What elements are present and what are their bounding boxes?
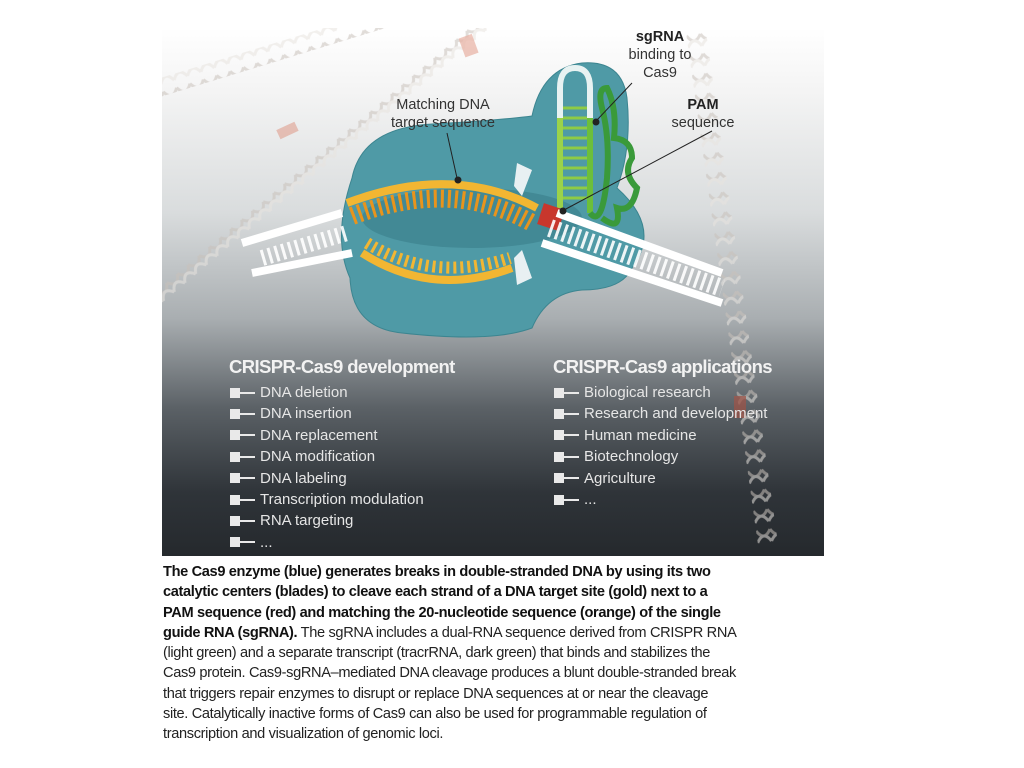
caption-line: transcription and visualization of genom… [163,724,843,744]
sgrna-line2: Cas9 [643,65,677,81]
caption-text: The sgRNA includes a dual-RNA sequence d… [297,624,737,641]
arrow-bullet-icon [554,472,584,484]
list-item: Human medicine [554,425,767,446]
tracrrna [587,84,641,227]
list-item-label: Biological research [584,384,711,401]
arrow-bullet-icon [554,408,584,420]
sgrna-label: sgRNA binding to Cas9 [602,28,718,82]
leader-lines [446,82,713,215]
list-item: ... [554,489,767,510]
matching-line1: Matching DNA [396,97,490,113]
cleavage-blade-bottom [514,250,532,285]
list-item-label: Human medicine [584,426,697,444]
arrow-bullet-icon [230,408,260,420]
caption-text: Cas9 protein. Cas9-sgRNA–mediated DNA cl… [163,665,736,682]
list-item: DNA insertion [230,403,424,424]
arrow-bullet-icon [230,515,260,527]
background-dna-helices [162,28,779,547]
caption-bold-text: guide RNA (sgRNA). [163,624,298,641]
list-item-label: Biotechnology [584,448,679,466]
list-item: Research and development [554,403,767,424]
arrow-bullet-icon [230,472,260,484]
caption-text: transcription and visualization of genom… [163,726,444,743]
list-item-label: DNA modification [260,448,376,466]
arrow-bullet-icon [230,429,260,441]
arrow-bullet-icon [230,451,260,463]
list-item-label: Agriculture [584,469,656,487]
arrow-bullet-icon [554,494,584,506]
list-item-label: Transcription modulation [260,490,424,508]
list-item: Transcription modulation [230,489,424,510]
dna-duplex [240,163,725,307]
arrow-bullet-icon [230,387,260,399]
caption-line: site. Catalytically inactive forms of Ca… [163,704,843,724]
sgrna-title: sgRNA [635,29,685,45]
list-item: DNA replacement [230,425,424,446]
matching-dna-label: Matching DNA target sequence [368,96,518,132]
caption-line: Cas9 protein. Cas9-sgRNA–mediated DNA cl… [163,663,843,683]
arrow-bullet-icon [554,429,584,441]
pam-label: PAM sequence [658,96,748,132]
caption-line: catalytic centers (blades) to cleave eac… [163,582,843,602]
pam-title: PAM [687,97,719,113]
list-item-label: DNA deletion [260,384,348,401]
list-item: RNA targeting [230,510,424,531]
list-item: ... [230,532,424,553]
list-item: Biotechnology [554,446,767,467]
caption-bold-text: catalytic centers (blades) to cleave eac… [163,584,708,601]
list-item-label: DNA labeling [260,469,347,487]
arrow-bullet-icon [554,451,584,463]
applications-heading: CRISPR-Cas9 applications [553,356,773,377]
list-item: DNA labeling [230,468,424,489]
list-item: Biological research [554,382,767,403]
development-heading: CRISPR-Cas9 development [229,356,455,377]
list-item: Agriculture [554,468,767,489]
list-item-label: ... [260,533,273,551]
figure-caption: The Cas9 enzyme (blue) generates breaks … [163,562,843,745]
caption-line: guide RNA (sgRNA). The sgRNA includes a … [163,623,843,643]
list-item-label: Research and development [584,405,768,423]
caption-text: that triggers repair enzymes to disrupt … [163,685,709,702]
list-item-label: DNA replacement [260,426,378,444]
caption-text: (light green) and a separate transcript … [163,645,710,662]
list-item-label: ... [584,490,597,508]
list-item: DNA modification [230,446,424,467]
caption-line: The Cas9 enzyme (blue) generates breaks … [163,562,843,582]
arrow-bullet-icon [554,387,584,399]
non-target-strand [359,249,514,284]
matching-line2: target sequence [391,115,495,131]
pam-sequence [537,203,565,231]
list-item-label: RNA targeting [260,512,354,530]
sgrna-line1: binding to [628,47,692,63]
caption-bold-text: The Cas9 enzyme (blue) generates breaks … [163,564,711,580]
cas9-figure: sgRNA binding to Cas9 Matching DNA targe… [162,28,824,556]
caption-bold-text: PAM sequence (red) and matching the 20-n… [163,604,721,621]
caption-line: PAM sequence (red) and matching the 20-n… [163,603,843,623]
cas9-diagram [162,28,779,547]
sgrna-stem [557,64,641,227]
arrow-bullet-icon [230,494,260,506]
caption-line: that triggers repair enzymes to disrupt … [163,684,843,704]
caption-line: (light green) and a separate transcript … [163,643,843,663]
caption-text: site. Catalytically inactive forms of Ca… [163,706,707,723]
cleavage-blade-top [514,163,532,196]
list-item-label: DNA insertion [260,405,352,423]
arrow-bullet-icon [230,536,260,548]
list-item: DNA deletion [230,382,424,403]
target-strand [345,180,539,212]
pam-line1: sequence [671,115,735,131]
